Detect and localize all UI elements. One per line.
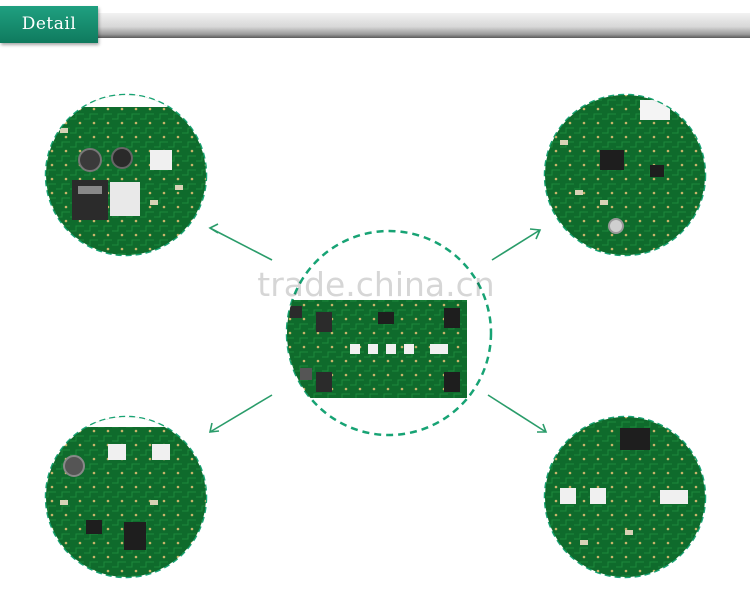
zoom-detail-bottom-right [543,415,707,579]
header-divider-bar [98,13,750,38]
zoom-detail-top-right [543,93,707,257]
arrow-down-left-icon [208,394,273,433]
arrow-up-left-icon [208,223,273,261]
pcb-board-bottom [287,340,467,398]
zoom-detail-bottom-left [44,415,208,579]
page-title: Detail [21,14,77,34]
header-bar: Detail [0,0,750,46]
detail-title-tab: Detail [0,6,98,43]
arrow-down-right-icon [487,394,548,433]
main-product-image [285,229,493,437]
zoom-detail-top-left [44,93,208,257]
watermark: trade.china.cn [257,265,494,304]
pcb-board-top [287,300,467,342]
arrow-up-right-icon [491,228,542,261]
